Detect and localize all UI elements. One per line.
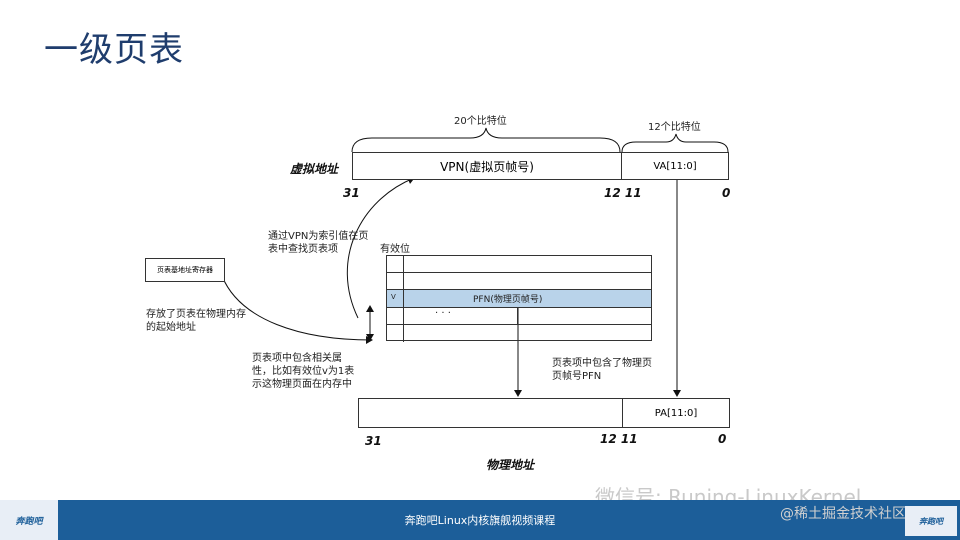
brace-20bits [351,127,621,153]
va-bit-31: 31 [343,186,360,200]
pte-row [387,325,651,342]
bits-12-label: 12个比特位 [648,122,701,133]
pte-ellipsis: · · · [435,308,451,319]
physical-address-label: 物理地址 [486,458,535,472]
pte-row: · · · [387,308,651,325]
note-vpn-index: 通过VPN为索引值在页表中查找页表项 [268,231,369,255]
pte-pfn: PFN(物理页帧号) [473,295,543,305]
pa-bit-12-11: 12 11 [600,432,638,446]
pte-row [387,256,651,273]
page-title: 一级页表 [44,30,184,70]
valid-bit-label: 有效位 [380,244,410,255]
va-bit-0: 0 [722,186,731,200]
note-attributes: 页表项中包含相关属性，比如有效位v为1表示这物理页面在内存中 [252,353,355,390]
page-table: V PFN(物理页帧号) · · · [386,255,652,342]
juejin-watermark: @稀土掘金技术社区 [780,506,906,522]
pfn-field-box [358,398,623,428]
va-bit-12-11: 12 11 [604,186,642,200]
virtual-address-label: 虚拟地址 [290,162,339,176]
footer-course-title: 奔跑吧Linux内核旗舰视频课程 [404,514,556,527]
bits-20-label: 20个比特位 [454,116,507,127]
va-box: VA[11:0] [621,152,729,180]
arrow-vpn-index [346,176,415,319]
brace-12bits [621,133,729,153]
vpn-box: VPN(虚拟页帧号) [352,152,622,180]
page-table-base-register: 页表基地址寄存器 [145,258,225,282]
pa-bit-31: 31 [365,434,382,448]
note-base-address: 存放了页表在物理内存的起始地址 [146,309,246,333]
arrow-base-register [221,275,373,344]
footer-logo-right: 奔跑吧 [905,506,957,536]
pa-bit-0: 0 [718,432,727,446]
pte-row-selected: V PFN(物理页帧号) [387,290,651,308]
pte-valid-bit: V [391,293,396,301]
pa-box: PA[11:0] [622,398,730,428]
pte-row [387,273,651,290]
footer-bar [0,500,960,540]
footer-logo-left: 奔跑吧 [0,500,58,540]
note-pfn: 页表项中包含了物理页页帧号PFN [552,358,652,382]
